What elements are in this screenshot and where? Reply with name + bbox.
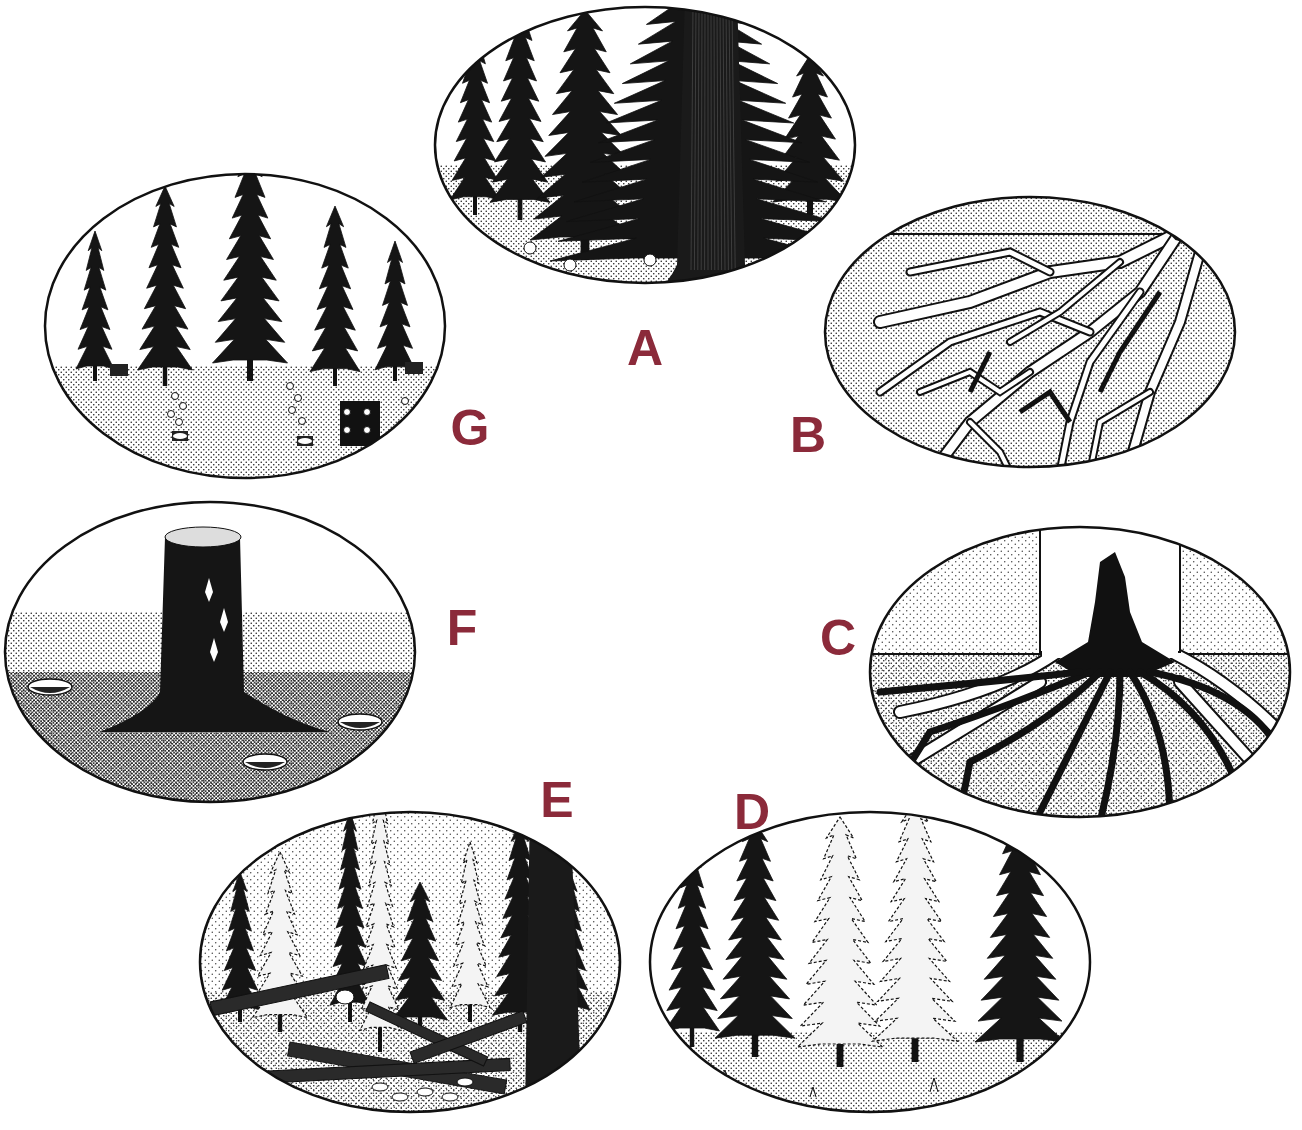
- scene-illustration: [45, 156, 445, 670]
- scene-illustration: [200, 782, 620, 1130]
- scene-illustration: [435, 0, 855, 441]
- scene-illustration: [825, 197, 1235, 472]
- stage-letter: C: [820, 613, 856, 663]
- stage-letter: F: [447, 603, 478, 653]
- stage-letter: E: [540, 775, 573, 825]
- stage-letter: G: [451, 403, 490, 453]
- stage-letter: D: [734, 787, 770, 837]
- stage-letter: B: [790, 410, 826, 460]
- stage-letter: A: [627, 323, 663, 373]
- scene-illustration: [650, 802, 1090, 1130]
- scene-illustration: [5, 502, 415, 972]
